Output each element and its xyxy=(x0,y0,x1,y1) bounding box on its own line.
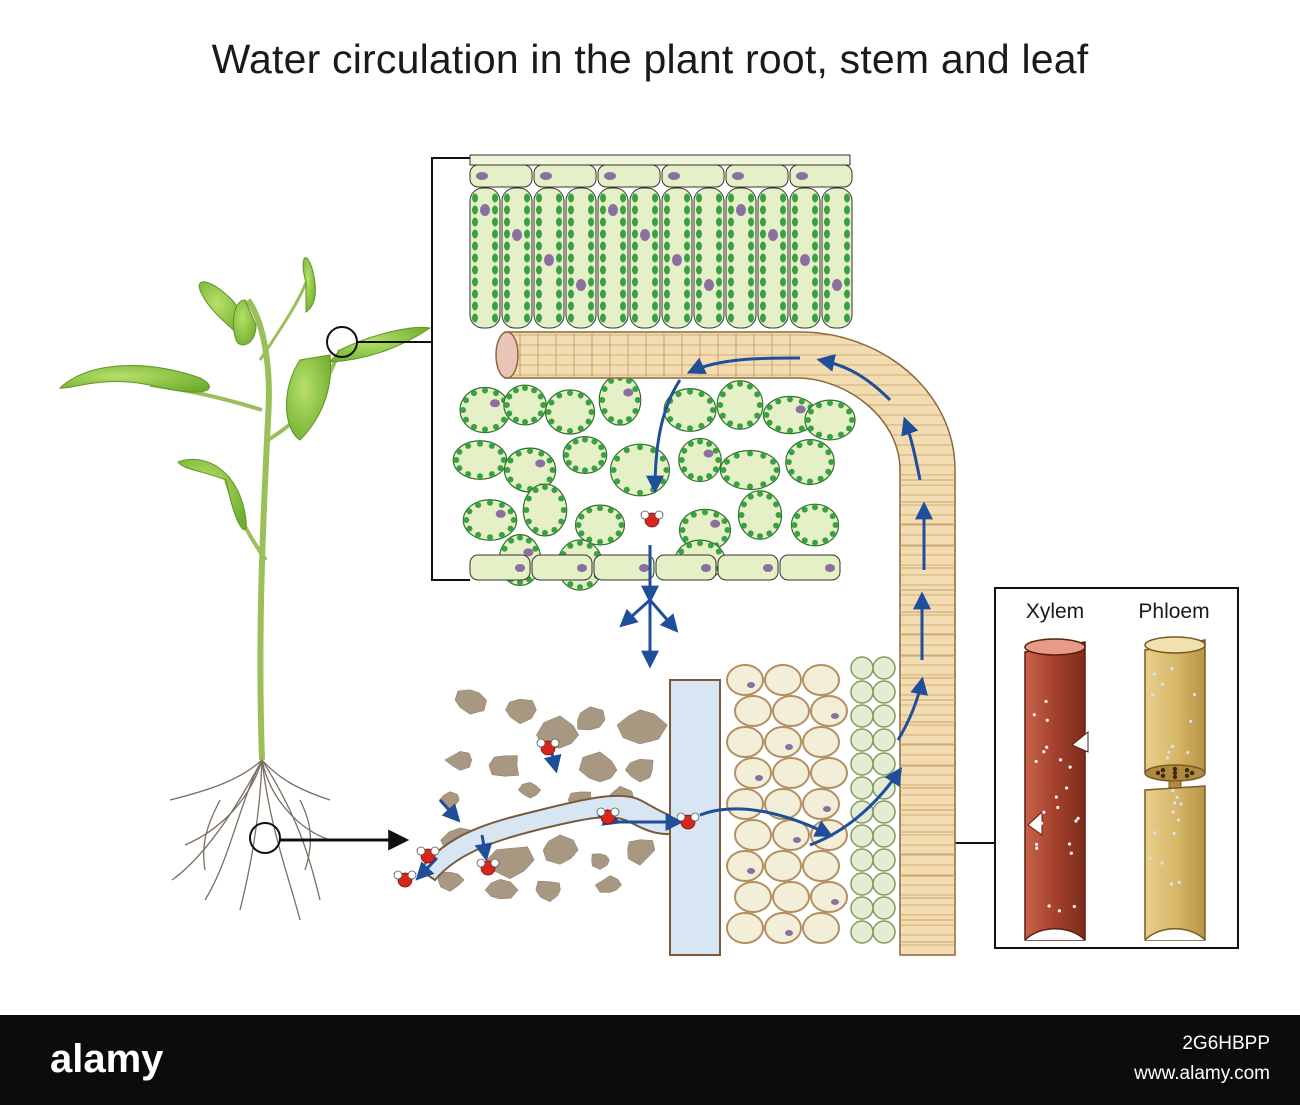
diagram-title: Water circulation in the plant root, ste… xyxy=(211,36,1089,82)
upper-epidermis xyxy=(469,164,853,188)
cortex-cells xyxy=(726,664,848,944)
root-hair xyxy=(418,794,686,882)
watermark-site: www.alamy.com xyxy=(1134,1063,1270,1084)
leaf-cross-section xyxy=(452,154,856,591)
vascular-bundle xyxy=(495,331,956,956)
water-molecules xyxy=(393,510,700,888)
soil-particles xyxy=(437,689,668,902)
diagram-svg: Xylem Phloem xyxy=(58,154,1239,956)
water-flow-arrows xyxy=(415,354,933,881)
leaf-shape xyxy=(58,365,210,393)
phloem-label: Phloem xyxy=(1138,600,1209,623)
leaf-shape xyxy=(286,354,332,441)
palisade-layer xyxy=(469,187,853,329)
vessel-inset: Xylem Phloem xyxy=(994,587,1239,949)
xylem-vessel xyxy=(1024,638,1089,941)
watermark-brand: alamy xyxy=(50,1037,164,1081)
leaf-shape xyxy=(177,458,247,531)
endodermis-cells xyxy=(850,656,896,944)
plant-illustration xyxy=(58,257,432,921)
lower-epidermis xyxy=(469,554,841,581)
root-cross-section xyxy=(418,656,896,956)
leaf-shape xyxy=(328,326,432,363)
xylem-label: Xylem xyxy=(1026,600,1084,623)
root-system xyxy=(169,759,331,921)
phloem-vessel xyxy=(1144,636,1206,941)
leaf-shape xyxy=(302,257,316,313)
watermark-image-code: 2G6HBPP xyxy=(1182,1033,1270,1054)
leaf-shape xyxy=(232,299,257,346)
watermark-banner: alamy 2G6HBPP www.alamy.com xyxy=(0,1015,1300,1105)
